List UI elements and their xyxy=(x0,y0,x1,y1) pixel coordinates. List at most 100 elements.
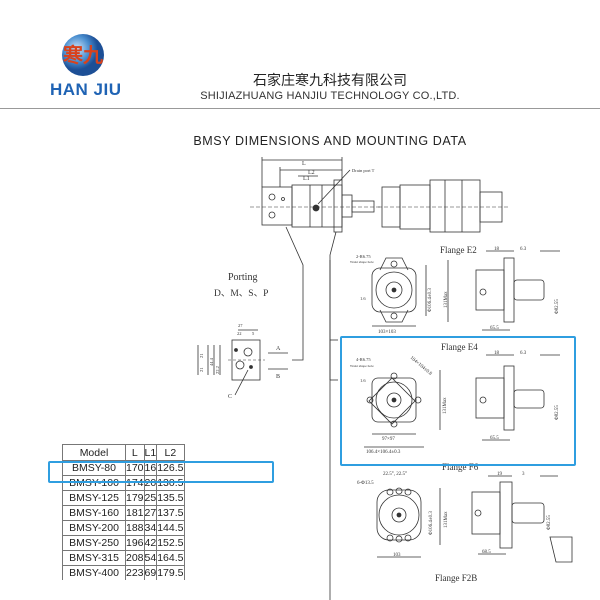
cell-model: BMSY-200 xyxy=(62,520,126,536)
cell-l: 208 xyxy=(125,550,145,566)
port-dim-22-2: 22.2 xyxy=(215,366,220,374)
column-header-model: Model xyxy=(62,444,126,461)
port-b-label: B xyxy=(276,374,280,380)
port-dim-44-4: 44.4 xyxy=(209,357,214,366)
flange-f6-max: 131Max xyxy=(444,511,449,528)
flange-e2-max: 131Max xyxy=(444,291,449,308)
porting-title: Porting xyxy=(228,272,257,283)
flange-f2b-title: Flange F2B xyxy=(435,573,477,583)
flange-f6-d19: 19 xyxy=(497,472,503,477)
cell-l2: 135.5 xyxy=(156,490,185,506)
company-name-cn: 石家庄寒九科技有限公司 xyxy=(253,73,407,89)
port-dim: 21 xyxy=(199,354,204,359)
flange-e2-hole: 2-R6.75 xyxy=(356,254,371,259)
cell-l: 179 xyxy=(125,490,145,506)
flange-f6-angle: 22.5°, 22.5° xyxy=(383,472,407,477)
logo-text: HAN JIU xyxy=(50,80,122,99)
cell-l: 170 xyxy=(125,460,145,476)
flange-e4-d18: 18 xyxy=(494,351,500,356)
flange-e4-side xyxy=(475,354,560,441)
cell-l: 181 xyxy=(125,505,145,521)
cell-l1: 69 xyxy=(143,565,158,580)
flange-e4-d655: 65.5 xyxy=(490,436,499,441)
motor-side-view xyxy=(250,157,380,380)
flange-e2-side xyxy=(475,250,560,331)
flange-f6-side xyxy=(471,475,573,563)
cell-l2: 164.5 xyxy=(156,550,185,566)
cell-l: 223 xyxy=(125,565,145,580)
flange-e4-highlight xyxy=(340,336,576,466)
flange-e4-d63: 6.3 xyxy=(520,351,527,356)
flange-f6-d3: 3 xyxy=(522,472,525,477)
flange-e2-d18: 18 xyxy=(494,247,500,252)
cell-l1: 34 xyxy=(143,520,158,536)
column-header-l1: L1 xyxy=(143,444,158,461)
column-header-l: L xyxy=(125,444,145,461)
drain-port-label: Drain port T xyxy=(352,168,375,173)
cell-model: BMSY-315 xyxy=(62,550,126,566)
cell-model: BMSY-400 xyxy=(62,565,126,580)
flange-f6-title: Flange F6 xyxy=(442,462,479,472)
cell-l2: 137.5 xyxy=(156,505,185,521)
dim-L1-label: L1 xyxy=(303,176,310,182)
port-dim: 21 xyxy=(199,368,204,373)
porting-types: D、M、S、P xyxy=(214,289,268,299)
cell-l1: 54 xyxy=(143,550,158,566)
cell-l2: 179.5 xyxy=(156,565,185,580)
company-logo: 寒九 xyxy=(62,34,104,76)
flange-e2-shaft: Φ82.55 xyxy=(555,299,560,314)
flange-f6-front xyxy=(376,487,441,558)
porting-detail xyxy=(197,329,288,396)
cell-l: 174 xyxy=(125,475,145,491)
cell-l1: 42 xyxy=(143,535,158,551)
flange-e2-d63: 6.3 xyxy=(520,247,527,252)
column-header-l2: L2 xyxy=(156,444,185,461)
flange-e4-title: Flange E4 xyxy=(441,342,478,352)
dim-L-label: L xyxy=(302,161,306,167)
flange-f6-holes: 6-Φ13.5 xyxy=(357,481,374,486)
flange-e4-max: 131Max xyxy=(443,397,448,414)
port-c-label: C xyxy=(228,394,232,400)
port-dim: 27 xyxy=(238,323,243,328)
flange-e4-front xyxy=(364,370,441,448)
company-name-en: SHIJIAZHUANG HANJIU TECHNOLOGY CO.,LTD. xyxy=(200,90,460,102)
cell-model: BMSY-125 xyxy=(62,490,126,506)
cell-l: 196 xyxy=(125,535,145,551)
header-divider xyxy=(0,108,600,109)
dim-L2-label: L2 xyxy=(308,170,315,176)
highlighted-row-bmsy-80 xyxy=(48,461,274,483)
table-header-row: Model L L1 L2 xyxy=(62,444,185,461)
cell-l1: 27 xyxy=(143,505,158,521)
flange-e2-dia: Φ106.4±0.3 xyxy=(428,288,433,312)
flange-e2-dim: 1.6 xyxy=(360,296,366,301)
flange-e2-square: 103×103 xyxy=(378,330,396,335)
flange-e2-front xyxy=(371,257,449,327)
flange-f6-dia: Φ106.4±0.3 xyxy=(429,511,434,535)
flange-e4-hole-note: Waist shape hole xyxy=(350,364,374,368)
port-dim: 5 xyxy=(252,331,255,336)
cell-l1: 25 xyxy=(143,490,158,506)
flange-f6-shaft: Φ82.55 xyxy=(547,515,552,530)
cell-model: BMSY-250 xyxy=(62,535,126,551)
flange-e4-square: 97×97 xyxy=(382,437,395,442)
flange-e4-shaft: Φ82.55 xyxy=(555,405,560,420)
document-title: BMSY DIMENSIONS AND MOUNTING DATA xyxy=(193,134,467,148)
flange-e4-bolt: 106.4×106.4±0.3 xyxy=(366,450,401,455)
cell-l2: 152.5 xyxy=(156,535,185,551)
flange-f6-d685: 68.5 xyxy=(482,550,491,555)
flange-e2-title: Flange E2 xyxy=(440,245,477,255)
flange-e4-hole: 4-R6.75 xyxy=(356,357,371,362)
port-dim: 22 xyxy=(237,331,242,336)
cell-model: BMSY-160 xyxy=(62,505,126,521)
flange-e2-hole-note: Waist shape hole xyxy=(350,260,374,264)
flange-e4-dim: 1.6 xyxy=(360,378,366,383)
